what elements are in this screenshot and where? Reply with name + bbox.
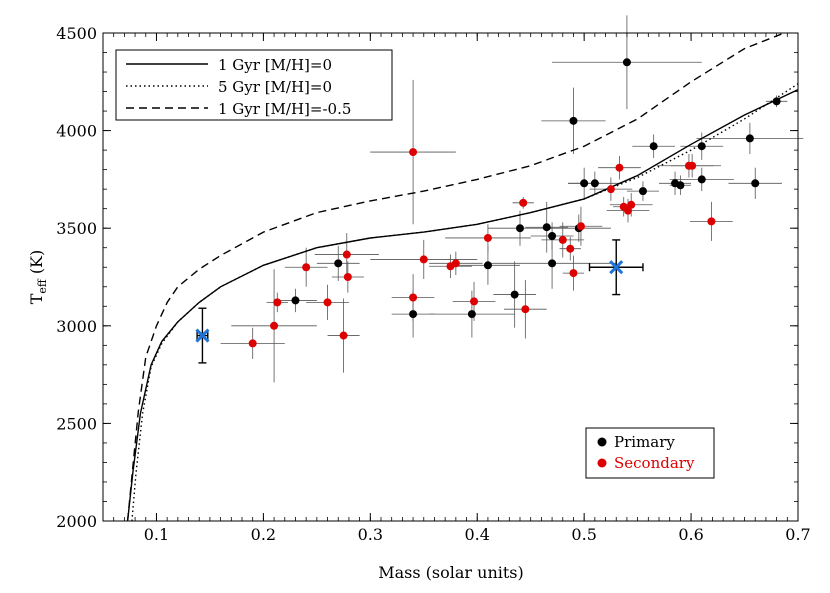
secondary-point: [623, 206, 632, 215]
model-legend-label-2: 5 Gyr [M/H]=0: [218, 78, 332, 96]
primary-point: [548, 259, 557, 268]
y-tick-label: 2500: [56, 414, 97, 433]
y-tick-label: 3500: [56, 219, 97, 238]
primary-point: [467, 310, 476, 319]
model-legend-box: [115, 49, 393, 121]
secondary-point: [606, 185, 615, 194]
model-legend: 1 Gyr [M/H]=0 5 Gyr [M/H]=0 1 Gyr [M/H]=…: [115, 49, 393, 121]
secondary-point: [569, 269, 578, 278]
secondary-point: [343, 273, 352, 281]
secondary-point: [248, 339, 257, 348]
points-legend-marker-primary: [597, 437, 607, 447]
secondary-point: [558, 235, 567, 244]
plot-frame: [102, 32, 799, 522]
secondary-point: [323, 298, 332, 307]
primary-point: [638, 187, 647, 196]
primary-point: [510, 290, 519, 299]
y-tick-label: 4500: [56, 24, 97, 43]
primary-point: [291, 296, 300, 305]
x-axis-title: Mass (solar units): [378, 563, 524, 582]
secondary-point: [409, 293, 418, 302]
axis-ticks: [102, 32, 799, 522]
points-legend-label-secondary: Secondary: [614, 454, 695, 472]
y-tick-label: 2000: [56, 512, 97, 531]
points-legend: Primary Secondary: [585, 427, 715, 479]
y-axis-title-sub: eff: [36, 278, 49, 294]
primary-point: [334, 259, 343, 268]
x-marker-point: [195, 328, 210, 343]
secondary-point: [470, 297, 479, 306]
primary-point: [542, 223, 551, 232]
x-tick-label: 0.5: [571, 525, 596, 544]
x-tick-label: 0.1: [144, 525, 169, 544]
secondary-point: [339, 331, 348, 340]
points-legend-label-primary: Primary: [614, 433, 675, 451]
secondary-point: [342, 250, 351, 259]
secondary-point: [270, 321, 279, 330]
secondary-point: [451, 259, 460, 268]
primary-point: [676, 181, 685, 190]
secondary-point: [483, 233, 492, 242]
secondary-point: [566, 244, 575, 253]
model-curve-1: [126, 88, 798, 521]
secondary-point: [615, 163, 624, 172]
y-tick-label: 4000: [56, 122, 97, 141]
tick-labels: 0.1 0.2 0.3 0.4 0.5 0.6 0.7 2000 2500 3000 3500 400…: [56, 24, 810, 544]
x-tick-label: 0.3: [358, 525, 383, 544]
y-axis-title-main: T: [27, 293, 46, 304]
y-axis-title: Teff (K): [27, 250, 49, 305]
x-marker-point: [609, 260, 624, 275]
secondary-point: [576, 222, 585, 231]
points-legend-box: [585, 427, 715, 479]
y-tick-label: 3000: [56, 317, 97, 336]
primary-point: [548, 232, 557, 241]
primary-point: [751, 179, 760, 188]
primary-point: [622, 58, 631, 67]
x-tick-label: 0.7: [785, 525, 810, 544]
secondary-point: [519, 198, 528, 207]
primary-point: [649, 142, 658, 151]
x-tick-label: 0.4: [465, 525, 490, 544]
primary-point: [745, 134, 754, 143]
secondary-point: [627, 200, 636, 209]
primary-point: [409, 310, 418, 319]
secondary-point: [707, 217, 716, 226]
model-legend-label-3: 1 Gyr [M/H]=-0.5: [218, 100, 351, 118]
primary-point: [697, 142, 706, 151]
x-tick-label: 0.2: [251, 525, 276, 544]
points-legend-marker-secondary: [597, 458, 607, 468]
secondary-point: [302, 263, 311, 272]
primary-point: [697, 175, 706, 184]
data-markers: [195, 58, 781, 348]
secondary-point: [419, 255, 428, 264]
primary-point: [483, 261, 492, 270]
secondary-point: [688, 161, 697, 170]
model-curves: [126, 33, 798, 521]
secondary-point: [521, 305, 530, 314]
y-axis-title-unit: (K): [27, 250, 46, 280]
x-tick-label: 0.6: [678, 525, 703, 544]
primary-point: [516, 224, 524, 233]
secondary-point: [273, 298, 282, 307]
primary-point: [590, 179, 599, 188]
model-legend-label-1: 1 Gyr [M/H]=0: [218, 56, 332, 74]
secondary-point: [409, 148, 418, 157]
primary-point: [580, 179, 589, 188]
primary-point: [569, 116, 578, 125]
primary-point: [772, 97, 781, 106]
model-curve-3: [126, 33, 785, 521]
